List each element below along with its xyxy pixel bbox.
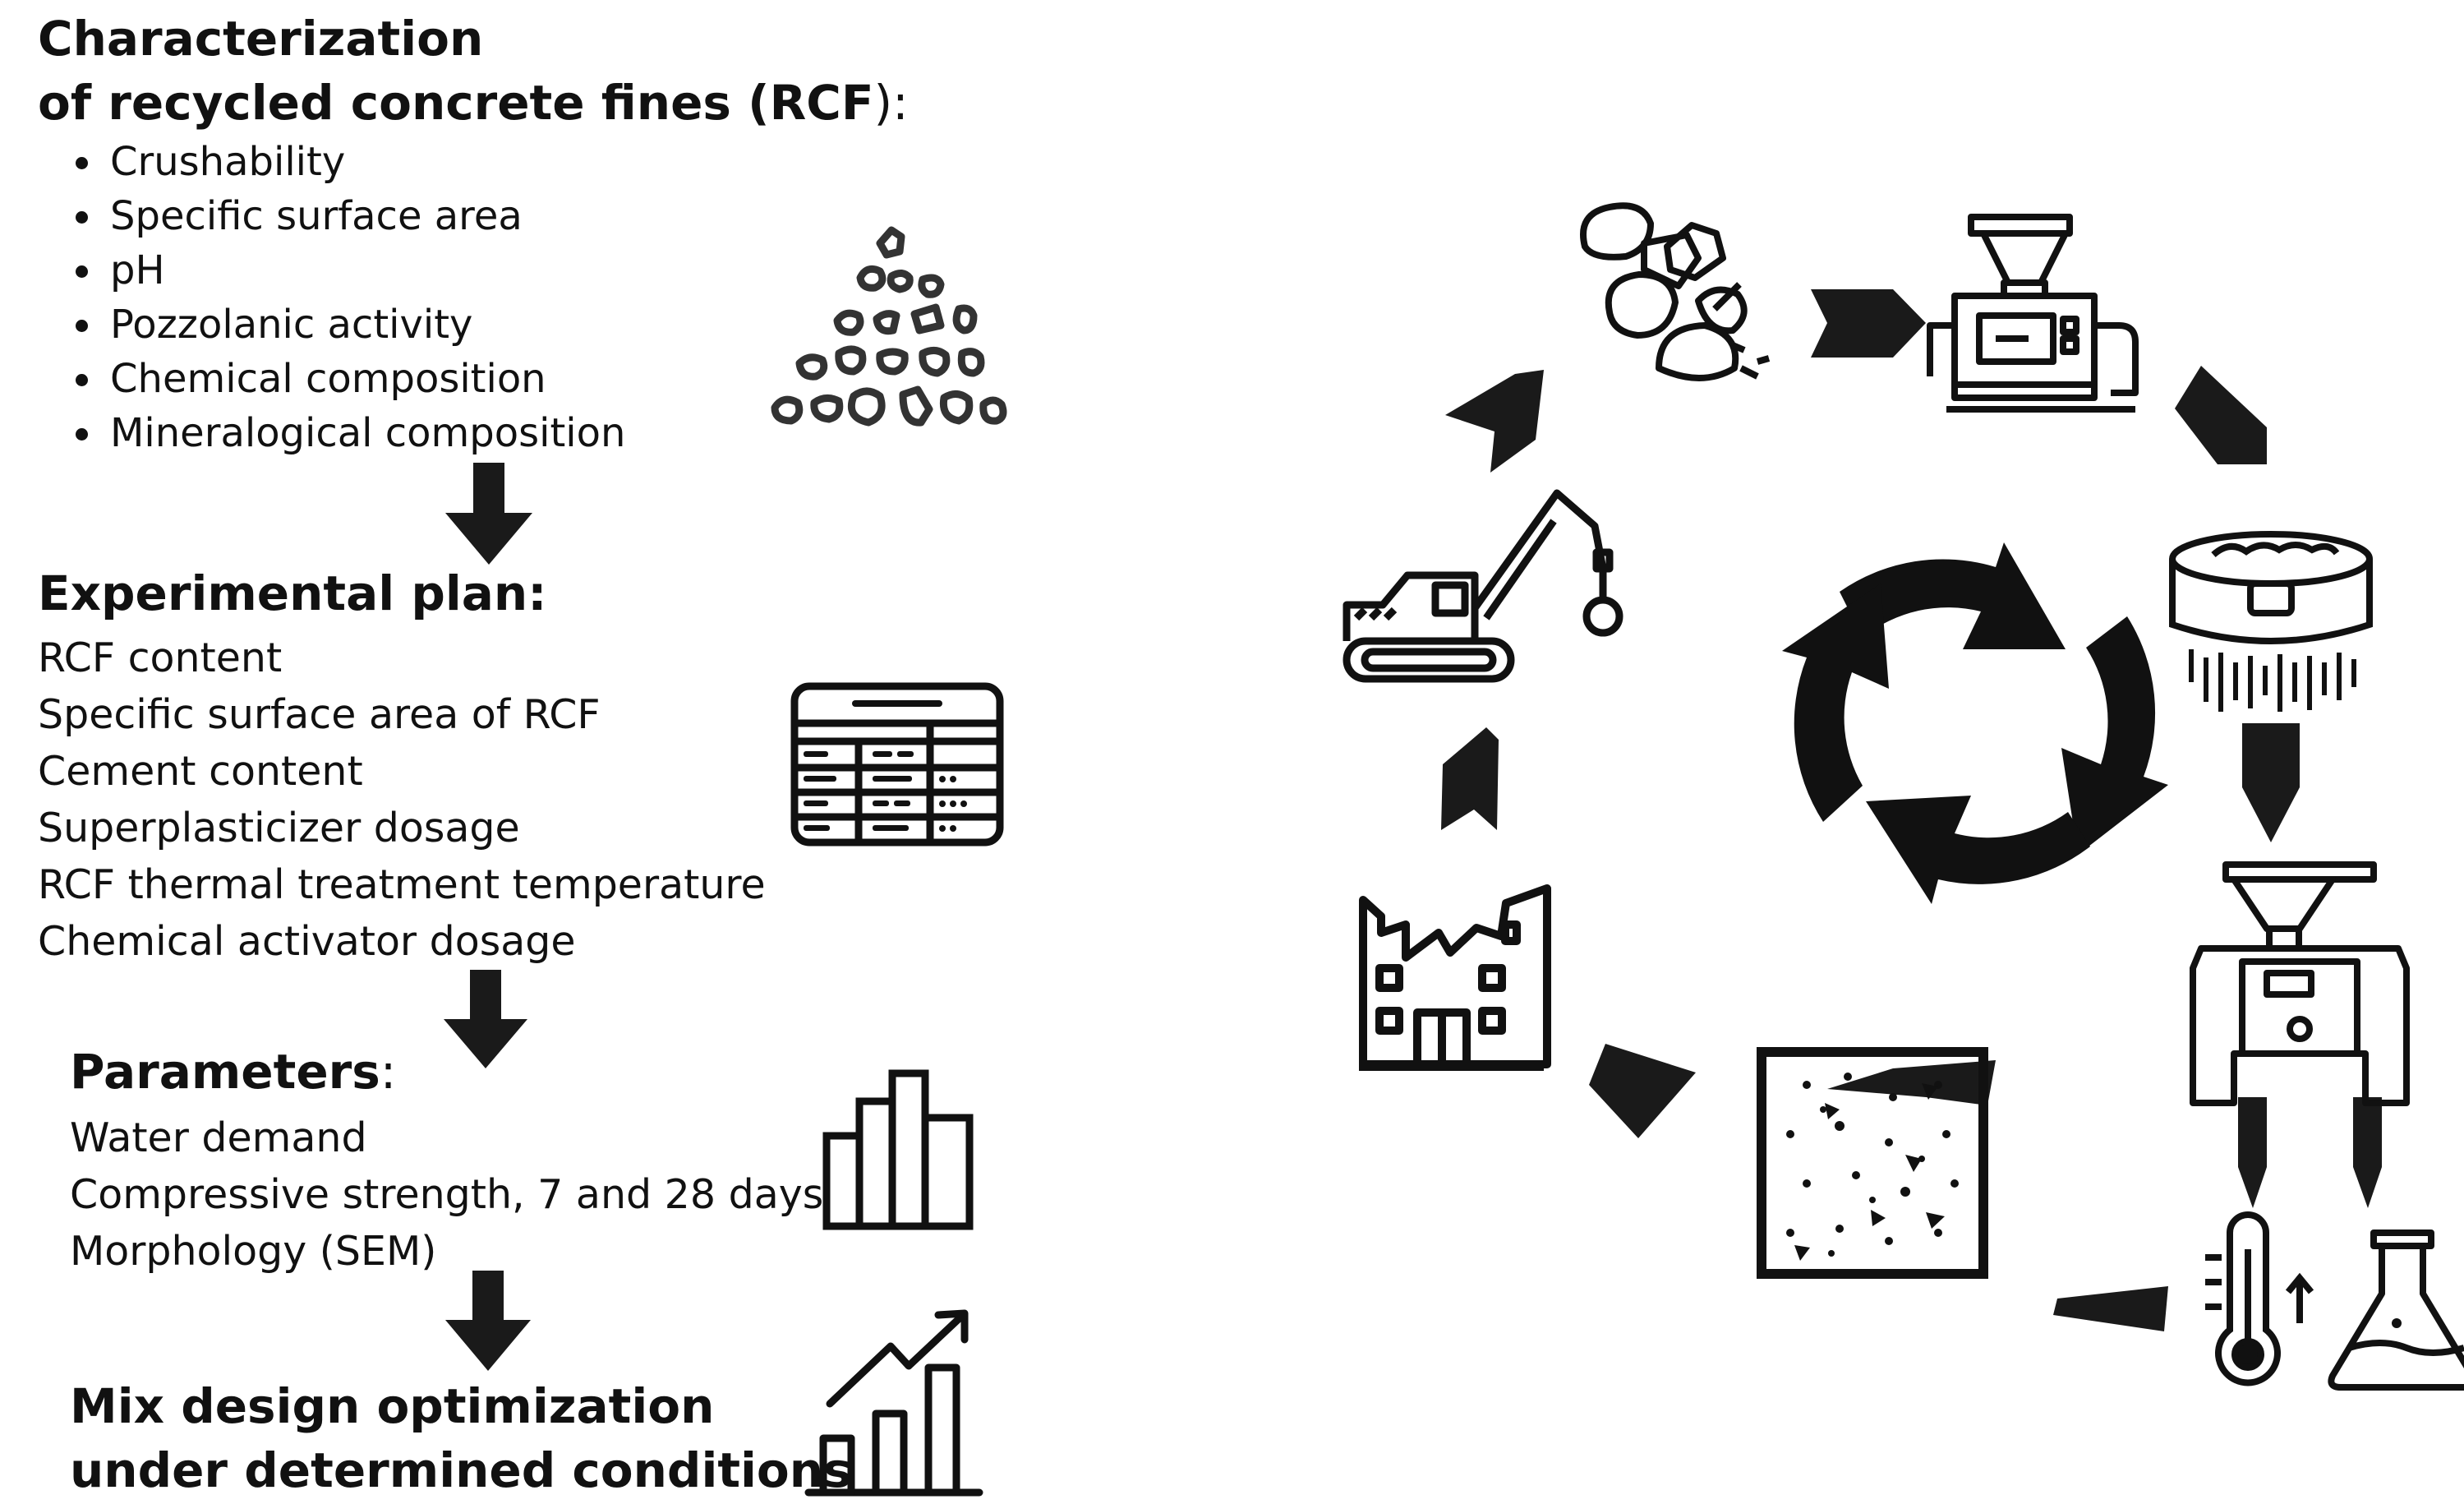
cycle-arrows [1441,289,2382,1331]
list-item: Mineralogical composition [105,406,625,460]
chevron-arrow [1827,1060,1996,1105]
down-arrow [444,970,527,1068]
list-item: Chemical composition [105,352,625,406]
optimization-title-line2: under determined conditions [70,1442,852,1498]
characterization-title-line2-bold: of recycled concrete fines (RCF [38,75,874,131]
crusher-icon [1927,214,2139,413]
chevron-arrow [2353,1097,2382,1208]
chevron-arrow [2242,723,2300,842]
list-item: pH [105,243,625,298]
chevron-arrow [2238,1097,2267,1208]
list-item: RCF content [38,634,283,681]
down-arrow [445,463,532,565]
grinder-icon [2190,861,2410,1106]
chevron-arrow [1811,289,1926,358]
optimization-title: Mix design optimization under determined… [70,1374,852,1502]
list-item: Compressive strength, 7 and 28 days [70,1171,824,1218]
down-arrow [445,1271,531,1371]
list-item: Specific surface area of RCF [38,691,601,738]
parameters-title: Parameters: [70,1044,396,1100]
parameters-title-bold: Parameters [70,1044,380,1100]
sieve-icon [2169,531,2373,644]
list-item: Superplasticizer dosage [38,805,520,851]
list-item: Morphology (SEM) [70,1228,437,1275]
characterization-title-line2: of recycled concrete fines (RCF): [38,71,909,135]
characterization-list: Crushability Specific surface area pH Po… [38,135,625,460]
excavator-icon [1343,489,1623,683]
list-item: Water demand [70,1114,367,1161]
parameters-title-tail: : [380,1044,397,1100]
characterization-title-line1: Characterization [38,11,484,67]
thermometer-icon [2205,1211,2314,1386]
parameters-list: Water demand Compressive strength, 7 and… [70,1110,823,1280]
chevron-arrow [2175,366,2267,464]
optimization-title-line1: Mix design optimization [70,1378,715,1434]
list-item: RCF thermal treatment temperature [38,861,766,908]
list-item: Cement content [38,748,363,795]
aggregate-pile-icon [771,226,1007,427]
recycling-cycle [1343,202,2464,1391]
list-item: Chemical activator dosage [38,918,576,965]
chevron-arrow [1441,727,1499,830]
rubble-icon [1580,202,1771,381]
demolished-building-icon [1359,884,1551,1071]
chevron-arrow [1445,370,1544,473]
chevron-arrow [2053,1286,2168,1331]
recycle-arrows-icon [1782,542,2168,904]
bar-chart-icon [822,1069,974,1230]
experimental-plan-title: Experimental plan: [38,565,547,621]
list-item: Specific surface area [105,189,625,243]
characterization-title-line2-tail: ): [873,75,909,131]
chevron-arrow [1589,1044,1696,1138]
list-item: Pozzolanic activity [105,298,625,352]
characterization-title: Characterization of recycled concrete fi… [38,7,909,135]
growth-chart-icon [804,1309,983,1497]
sieve-particles [2189,649,2356,712]
table-icon [790,682,1004,847]
experimental-plan-list: RCF content Specific surface area of RCF… [38,630,766,970]
concrete-sample-icon [1757,1047,1988,1279]
list-item: Crushability [105,135,625,189]
flask-icon [2328,1229,2464,1391]
